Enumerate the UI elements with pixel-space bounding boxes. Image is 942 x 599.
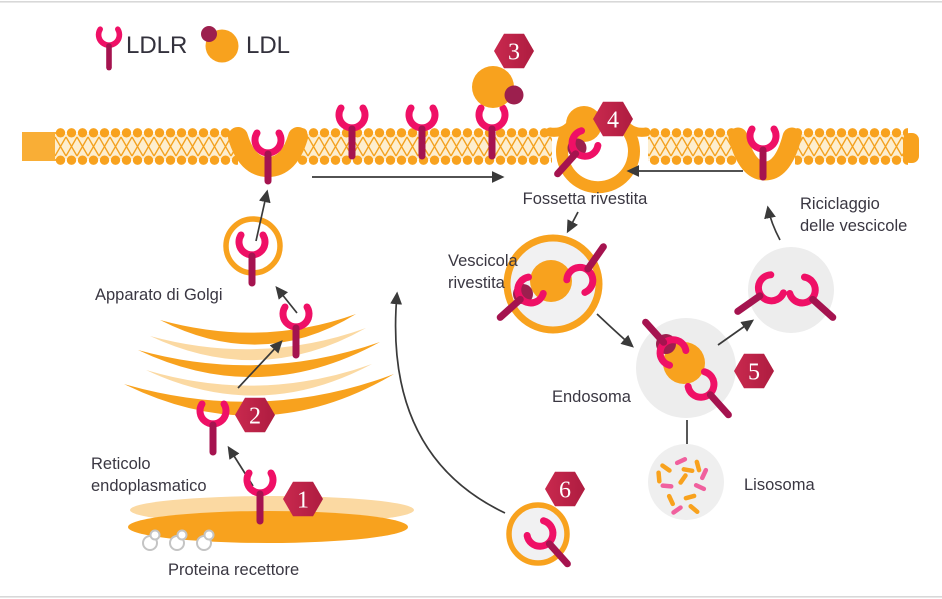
- step-badge-1: 1: [283, 481, 323, 517]
- label-endosoma: Endosoma: [552, 388, 632, 406]
- label-vescicola-line1: Vescicola: [448, 252, 519, 270]
- arrow-within-golgi: [237, 340, 283, 389]
- label-lisosoma: Lisosoma: [744, 476, 815, 494]
- svg-text:4: 4: [607, 108, 619, 134]
- label-fossetta-rivestita: Fossetta rivestita: [523, 190, 649, 208]
- svg-text:5: 5: [748, 360, 760, 386]
- ldlr-legend-icon: [99, 29, 120, 67]
- free-ldl-particle: [472, 66, 524, 108]
- legend-ldl-label: LDL: [246, 32, 290, 59]
- ldl-particle-in-endosome: [663, 342, 705, 384]
- legend-ldlr-label: LDLR: [126, 32, 187, 59]
- endoplasmic-reticulum: [128, 496, 414, 543]
- membrane-left-cap: [22, 132, 56, 161]
- arrow-receptor-return-loop: [390, 291, 506, 514]
- membrane-segment-d: [795, 128, 908, 165]
- step-badges: 1 2 3 4 5 6: [235, 33, 774, 517]
- svg-text:1: 1: [297, 488, 309, 514]
- membrane-segment-a: [55, 128, 238, 165]
- arrow-pit-to-coated-vesicle: [566, 211, 579, 234]
- pathway-arrows: [227, 165, 781, 514]
- svg-text:6: 6: [559, 478, 571, 504]
- label-reticolo-line2: endoplasmatico: [91, 477, 207, 495]
- recycling-vesicle: [748, 247, 834, 333]
- label-riciclaggio-line1: Riciclaggio: [800, 195, 880, 213]
- degraded-fragments: [656, 456, 709, 515]
- ldl-sphere-icon: [472, 66, 514, 108]
- arrow-golgi-to-vesicle: [275, 286, 298, 314]
- ldl-dot: [504, 85, 524, 105]
- svg-text:2: 2: [249, 404, 261, 430]
- arrow-coated-vesicle-to-endosome: [596, 313, 634, 348]
- text-labels: Fossetta rivestita Riciclaggio delle ves…: [91, 190, 907, 579]
- bottom-border-line: [0, 596, 942, 598]
- lysosome: [648, 444, 724, 520]
- label-reticolo-line1: Reticolo: [91, 455, 151, 473]
- step-badge-6: 6: [545, 471, 585, 507]
- arrow-endosome-to-recycling: [717, 319, 755, 346]
- label-proteina-recettore: Proteina recettore: [168, 561, 299, 579]
- label-vescicola-line2: rivestita: [448, 274, 506, 292]
- coated-pit: [556, 116, 640, 194]
- svg-text:3: 3: [508, 40, 520, 66]
- legend: LDLR LDL: [99, 26, 290, 68]
- arrow-vesicle-to-membrane: [255, 189, 271, 242]
- step-badge-3: 3: [494, 33, 534, 69]
- ldl-legend-dot-icon: [201, 26, 217, 42]
- step-badge-2: 2: [235, 397, 275, 433]
- golgi-apparatus: [124, 314, 394, 416]
- label-riciclaggio-line2: delle vescicole: [800, 217, 907, 235]
- plasma-membrane: [22, 116, 919, 194]
- membrane-right-cap: [903, 133, 919, 163]
- membrane-segment-c: [648, 128, 738, 165]
- arrow-recycling-to-membrane: [764, 205, 781, 241]
- label-apparato-di-golgi: Apparato di Golgi: [95, 286, 223, 304]
- ldl-receptors: [200, 106, 841, 572]
- top-border-line: [0, 1, 942, 3]
- step-badge-4: 4: [593, 101, 633, 137]
- step-badge-5: 5: [734, 353, 774, 389]
